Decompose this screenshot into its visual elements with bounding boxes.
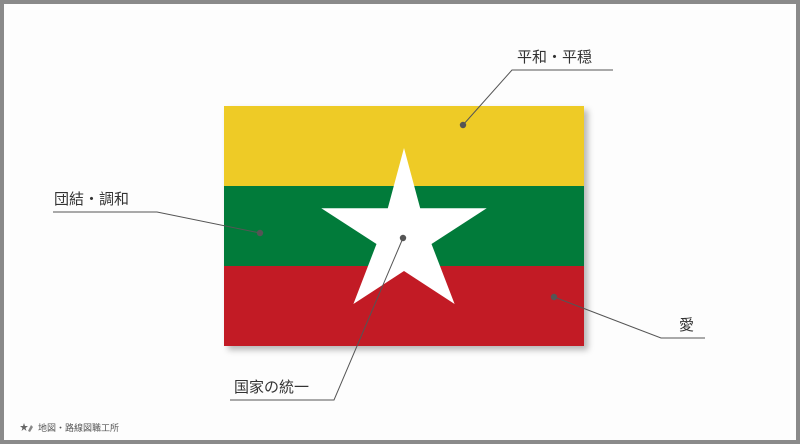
leader-line-star xyxy=(230,237,404,401)
flag-stripe-red xyxy=(224,266,584,346)
label-green-stripe: 団結・調和 xyxy=(54,190,130,208)
footer-brand-text: 地図・路線図職工所 xyxy=(38,424,120,434)
leader-line-yellow xyxy=(462,69,613,126)
leader-lines xyxy=(53,69,705,401)
label-star: 国家の統一 xyxy=(234,378,310,396)
leader-dot-star xyxy=(399,234,407,242)
leader-dot-green xyxy=(256,229,264,237)
flag-star-layer xyxy=(321,148,487,304)
myanmar-flag xyxy=(224,106,584,346)
footer-brand: 地図・路線図職工所 xyxy=(20,421,119,434)
label-yellow-stripe: 平和・平穏 xyxy=(517,48,593,66)
leader-dot-yellow xyxy=(459,121,467,129)
label-red-stripe: 愛 xyxy=(679,316,695,334)
leader-line-green xyxy=(53,211,261,234)
leader-line-red xyxy=(553,296,705,339)
star-map-logo-icon xyxy=(20,422,34,434)
flag-star xyxy=(321,148,487,304)
leader-dot-red xyxy=(550,293,558,301)
